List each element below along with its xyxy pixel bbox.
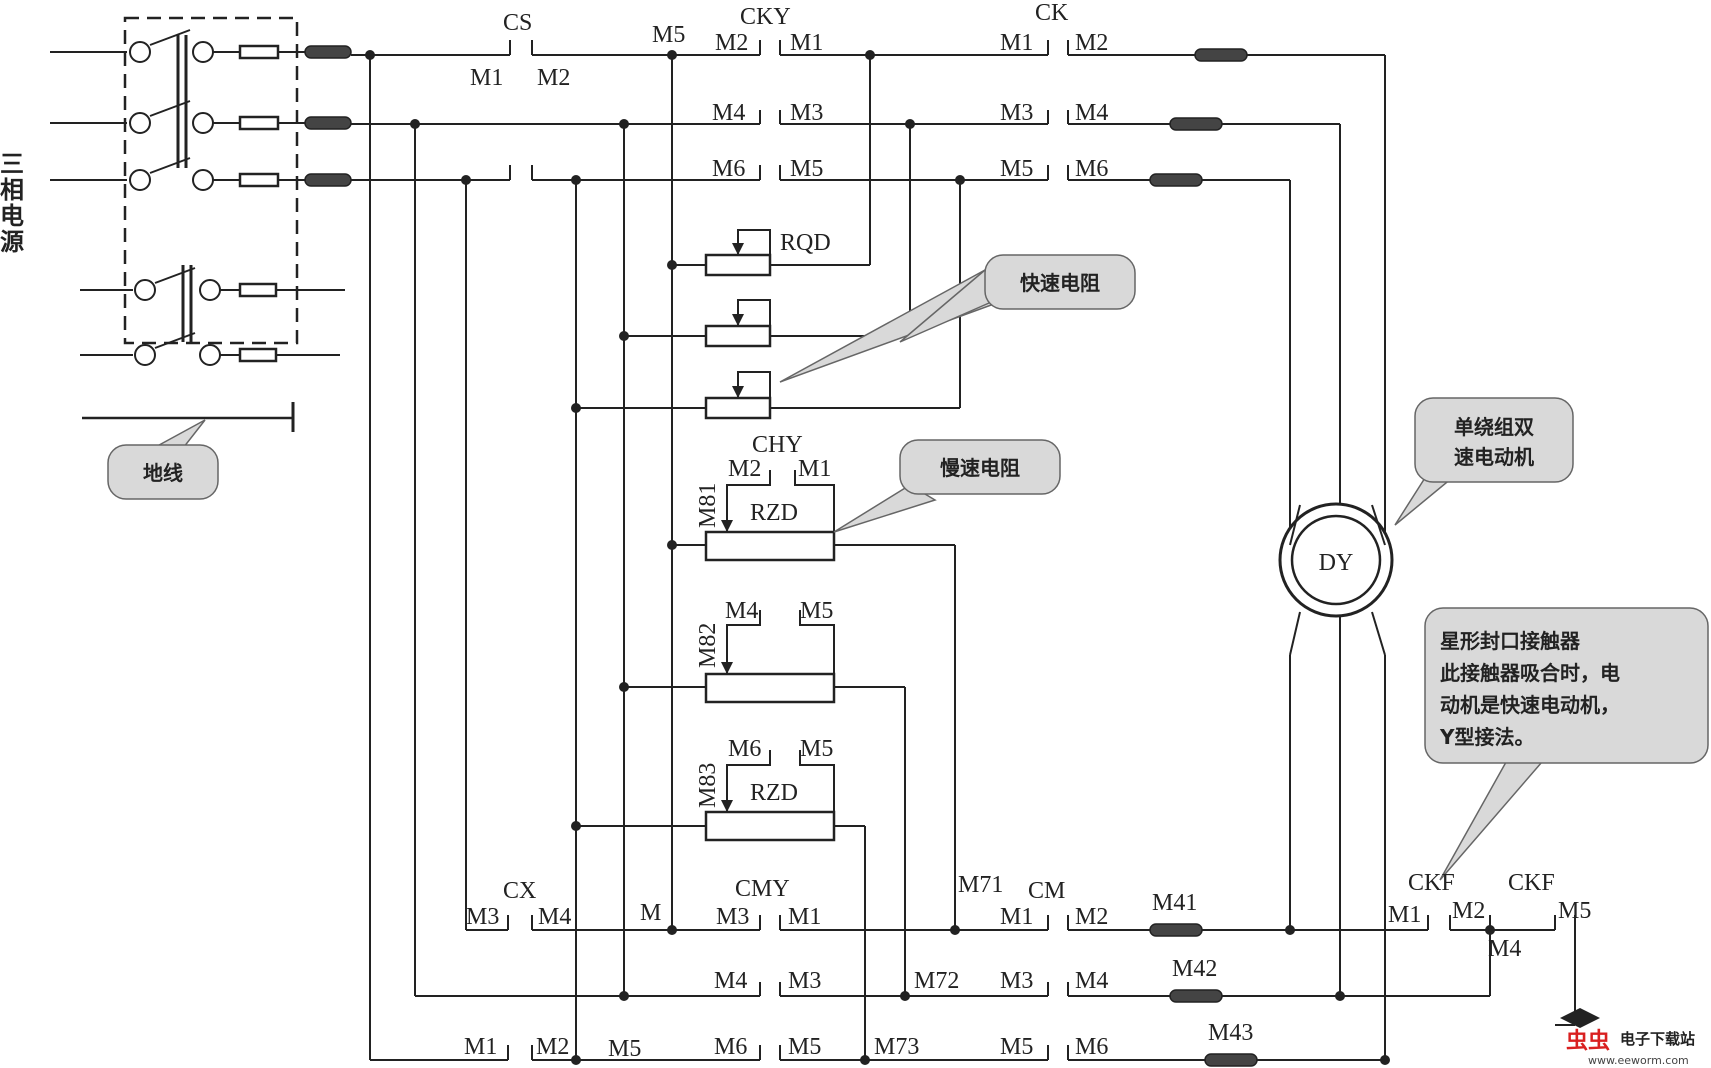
junction-dots xyxy=(365,50,1495,1065)
watermark-logo: 虫虫 xyxy=(1566,1028,1610,1054)
motor-label: DY xyxy=(1319,550,1354,576)
term-m73: M73 xyxy=(874,1034,919,1060)
input-coils xyxy=(304,45,352,187)
label-m83: M83 xyxy=(695,763,721,808)
term-cmy-m3: M3 xyxy=(716,904,749,930)
label-rzd-1: RZD xyxy=(750,500,798,526)
term-cky-m6: M6 xyxy=(712,156,745,182)
star-callout-line-3: 动机是快速电动机， xyxy=(1440,693,1620,717)
label-cm: CM xyxy=(1028,878,1065,904)
power-source-char: 三相电源 xyxy=(0,150,24,256)
term-m: M xyxy=(640,900,661,926)
star-contactor-callout: 星形封口接触器 此接触器吸合时，电 动机是快速电动机， Y型接法。 xyxy=(1424,607,1709,881)
term-cky-m1: M1 xyxy=(790,30,823,56)
term-chy-m2: M2 xyxy=(728,456,761,482)
motor-callout-line-1: 单绕组双 xyxy=(1454,415,1534,439)
term-cs-m1: M1 xyxy=(470,65,503,91)
label-m82: M82 xyxy=(695,623,721,668)
term-ckf-m5: M5 xyxy=(1558,898,1591,924)
main-wiring xyxy=(351,40,1576,1067)
term-m82-m5: M5 xyxy=(800,598,833,624)
label-cs: CS xyxy=(503,10,532,36)
term-ck-m2: M2 xyxy=(1075,30,1108,56)
label-cmy: CMY xyxy=(735,876,790,902)
term-cm-m5: M5 xyxy=(1000,1034,1033,1060)
label-rzd-2: RZD xyxy=(750,780,798,806)
term-cmy-m5: M5 xyxy=(788,1034,821,1060)
term-cmy-m3b: M3 xyxy=(788,968,821,994)
ground-line xyxy=(82,402,295,432)
ground-callout: 地线 xyxy=(107,419,219,500)
star-callout-line-4: Y型接法。 xyxy=(1439,725,1534,749)
term-m83-m5: M5 xyxy=(800,736,833,762)
term-bot-m1: M1 xyxy=(464,1034,497,1060)
term-ckf-m1: M1 xyxy=(1388,902,1421,928)
term-bot-m5: M5 xyxy=(608,1036,641,1062)
term-cm-m1: M1 xyxy=(1000,904,1033,930)
contact-labels: CS CKY CK CHY CX CMY CM CKF CKF xyxy=(503,0,1555,904)
term-chy-m1: M1 xyxy=(798,456,831,482)
term-cmy-m4: M4 xyxy=(714,968,747,994)
label-ckf-2: CKF xyxy=(1508,870,1555,896)
term-bot-m2: M2 xyxy=(536,1034,569,1060)
label-cx: CX xyxy=(503,878,536,904)
term-cm-m2: M2 xyxy=(1075,904,1108,930)
resistor-labels: RQD RZD RZD M81 M82 M83 xyxy=(695,230,831,808)
term-cky-m2: M2 xyxy=(715,30,748,56)
term-ck-m6: M6 xyxy=(1075,156,1108,182)
label-rqd: RQD xyxy=(780,230,831,256)
term-m5-top: M5 xyxy=(652,22,685,48)
graduation-cap-icon xyxy=(1560,1008,1600,1028)
term-m72: M72 xyxy=(914,968,959,994)
term-cm-m4: M4 xyxy=(1075,968,1108,994)
breaker-box xyxy=(50,16,345,366)
term-ckf-m2: M2 xyxy=(1452,898,1485,924)
slow-resistor-callout: 慢速电阻 xyxy=(833,439,1061,533)
term-cm-m3: M3 xyxy=(1000,968,1033,994)
term-cmy-m1: M1 xyxy=(788,904,821,930)
term-m82-m4: M4 xyxy=(725,598,758,624)
term-m43: M43 xyxy=(1208,1020,1253,1046)
slow-resistor-text: 慢速电阻 xyxy=(940,456,1020,480)
label-ckf-1: CKF xyxy=(1408,870,1455,896)
watermark: 虫虫 电子下载站 www.eeworm.com xyxy=(1560,1008,1695,1067)
fast-resistor-text: 快速电阻 xyxy=(1020,271,1100,295)
term-m42: M42 xyxy=(1172,956,1217,982)
power-source-label: 三相电源 xyxy=(0,150,24,256)
term-cky-m5: M5 xyxy=(790,156,823,182)
term-ck-m3: M3 xyxy=(1000,100,1033,126)
fast-resistor-callout: 快速电阻 xyxy=(779,254,1136,383)
term-ckf-m4: M4 xyxy=(1488,936,1521,962)
label-cky: CKY xyxy=(740,4,791,30)
term-m83-m6: M6 xyxy=(728,736,761,762)
term-cky-m3: M3 xyxy=(790,100,823,126)
star-callout-line-2: 此接触器吸合时，电 xyxy=(1440,661,1620,685)
term-cky-m4: M4 xyxy=(712,100,745,126)
label-chy: CHY xyxy=(752,432,803,458)
term-cmy-m6: M6 xyxy=(714,1034,747,1060)
label-ck: CK xyxy=(1035,0,1069,26)
term-ck-m1: M1 xyxy=(1000,30,1033,56)
terminal-labels: M1 M2 M5 M2 M1 M4 M3 M6 M5 M1 M2 M3 M4 M… xyxy=(464,22,1591,1062)
term-ck-m5: M5 xyxy=(1000,156,1033,182)
watermark-text: 电子下载站 xyxy=(1620,1030,1695,1048)
term-m41: M41 xyxy=(1152,890,1197,916)
term-cx-m3: M3 xyxy=(466,904,499,930)
ground-label: 地线 xyxy=(143,461,183,485)
label-m81: M81 xyxy=(695,483,721,528)
star-callout-line-1: 星形封口接触器 xyxy=(1440,629,1581,653)
motor-dy: DY xyxy=(1278,502,1394,700)
term-cm-m6: M6 xyxy=(1075,1034,1108,1060)
motor-callout: 单绕组双 速电动机 xyxy=(1394,397,1574,526)
term-cx-m4: M4 xyxy=(538,904,571,930)
term-cs-m2: M2 xyxy=(537,65,570,91)
term-ck-m4: M4 xyxy=(1075,100,1108,126)
term-m71: M71 xyxy=(958,872,1003,898)
motor-callout-line-2: 速电动机 xyxy=(1454,445,1534,469)
watermark-url: www.eeworm.com xyxy=(1588,1054,1689,1067)
